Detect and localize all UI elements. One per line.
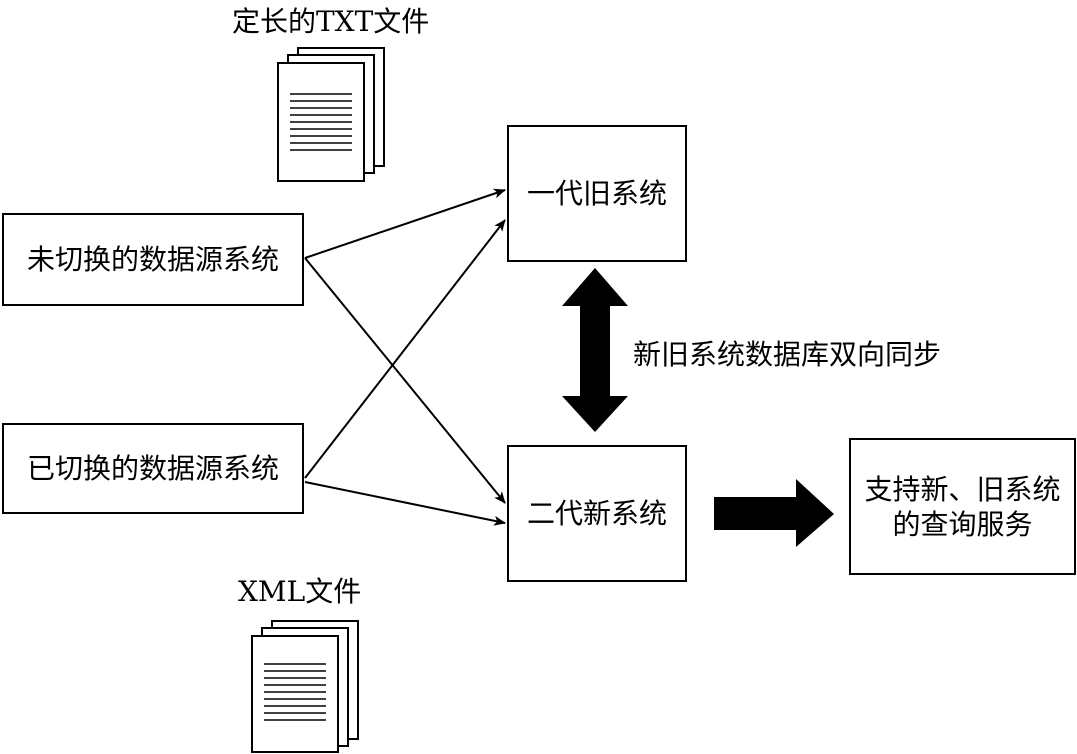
xml-document-stack-icon <box>251 620 359 753</box>
txt-document-stack-icon <box>277 47 385 182</box>
unswitched-source-box: 未切换的数据源系统 <box>2 213 304 306</box>
query-service-line1: 支持新、旧系统 <box>864 472 1061 506</box>
gen1-legacy-system-label: 一代旧系统 <box>526 177 667 210</box>
bidirectional-sync-arrow <box>562 268 628 432</box>
service-arrow <box>714 479 834 547</box>
arrow-unswitched-to-gen1 <box>304 188 506 259</box>
gen1-legacy-system-box: 一代旧系统 <box>507 125 687 262</box>
gen2-new-system-box: 二代新系统 <box>507 445 687 582</box>
query-service-line2: 的查询服务 <box>892 507 1033 541</box>
switched-source-label: 已切换的数据源系统 <box>26 452 279 485</box>
arrow-switched-to-gen2 <box>304 481 506 526</box>
switched-source-box: 已切换的数据源系统 <box>2 423 304 514</box>
arrow-switched-to-gen1 <box>304 219 506 479</box>
xml-file-label: XML文件 <box>238 575 362 608</box>
query-service-box: 支持新、旧系统 的查询服务 <box>849 438 1076 575</box>
txt-file-label: 定长的TXT文件 <box>232 5 430 38</box>
sync-label: 新旧系统数据库双向同步 <box>633 338 942 371</box>
gen2-new-system-label: 二代新系统 <box>526 497 667 530</box>
arrow-unswitched-to-gen2 <box>304 257 506 504</box>
unswitched-source-label: 未切换的数据源系统 <box>26 243 279 276</box>
